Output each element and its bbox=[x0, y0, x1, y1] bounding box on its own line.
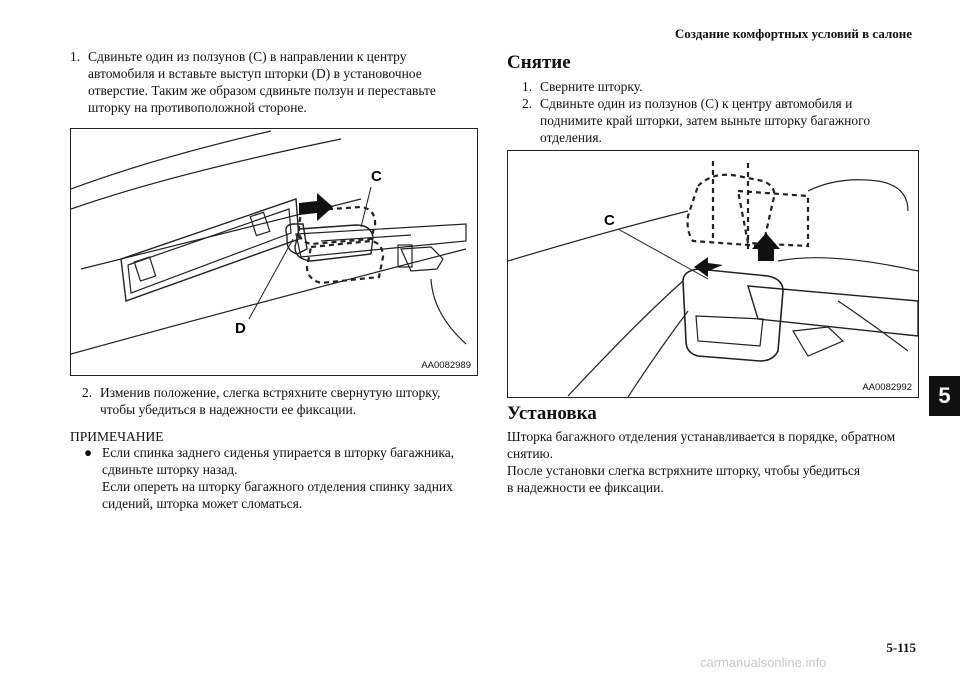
text-line: Сверните шторку. bbox=[540, 79, 643, 94]
text-line: чтобы убедиться в надежности ее фиксации… bbox=[100, 402, 357, 417]
slider-remove-illustration: C bbox=[507, 161, 919, 398]
step-2: 2. Изменив положение, слегка встряхните … bbox=[82, 384, 482, 420]
label-c: C bbox=[604, 212, 615, 229]
text-line: Если спинка заднего сиденья упирается в … bbox=[102, 445, 455, 460]
step-number: 2. bbox=[522, 96, 533, 111]
install-paragraph: Шторка багажного отделения устанавливает… bbox=[507, 428, 917, 496]
bullet-icon: ● bbox=[84, 445, 93, 460]
watermark: carmanualsonline.info bbox=[700, 655, 827, 670]
text-line: в надежности ее фиксации. bbox=[507, 480, 664, 495]
step-number: 2. bbox=[82, 385, 93, 400]
text-line: автомобиля и вставьте выступ шторки (D) … bbox=[88, 66, 422, 81]
figure-code: AA0082992 bbox=[862, 382, 912, 393]
text-line: сдвиньте шторку назад. bbox=[102, 462, 238, 477]
text-line: отделения. bbox=[540, 130, 602, 145]
note-item: ● Если спинка заднего сиденья упирается … bbox=[84, 444, 484, 514]
text-line: отверстие. Таким же образом сдвиньте пол… bbox=[88, 83, 436, 98]
label-d: D bbox=[235, 320, 246, 337]
slider-insert-illustration: C D bbox=[70, 130, 467, 355]
section-title-install: Установка bbox=[507, 403, 597, 424]
text-line: Изменив положение, слегка встряхните све… bbox=[100, 385, 441, 400]
label-c: C bbox=[371, 168, 382, 185]
step-number: 1. bbox=[522, 79, 533, 94]
text-line: Сдвиньте один из ползунов (C) в направле… bbox=[88, 49, 407, 64]
text-line: поднимите край шторки, затем выньте штор… bbox=[540, 113, 871, 128]
note-title: ПРИМЕЧАНИЕ bbox=[70, 429, 164, 444]
text-line: После установки слегка встряхните шторку… bbox=[507, 463, 861, 478]
removal-step-2: 2. Сдвиньте один из ползунов (C) к центр… bbox=[522, 95, 922, 147]
text-line: шторку на противоположной стороне. bbox=[88, 100, 307, 115]
text-line: сидений, шторка может сломаться. bbox=[102, 496, 303, 511]
section-title-removal: Снятие bbox=[507, 52, 571, 73]
step-1: 1. Сдвиньте один из ползунов (C) в напра… bbox=[70, 48, 490, 118]
removal-step-1: 1. Сверните шторку. bbox=[522, 78, 922, 96]
chapter-tab: 5 bbox=[929, 376, 960, 416]
running-header: Создание комфортных условий в салоне bbox=[674, 26, 912, 41]
step-number: 1. bbox=[70, 49, 81, 64]
text-line: Шторка багажного отделения устанавливает… bbox=[507, 429, 896, 444]
text-line: снятию. bbox=[507, 446, 554, 461]
figure-code: AA0082989 bbox=[421, 360, 471, 371]
text-line: Если опереть на шторку багажного отделен… bbox=[102, 479, 453, 494]
page-number: 5-115 bbox=[886, 640, 916, 655]
figure-slider-insert: C D AA0082989 bbox=[70, 128, 478, 376]
text-line: Сдвиньте один из ползунов (C) к центру а… bbox=[540, 96, 853, 111]
figure-slider-remove: C AA0082992 bbox=[507, 150, 919, 398]
